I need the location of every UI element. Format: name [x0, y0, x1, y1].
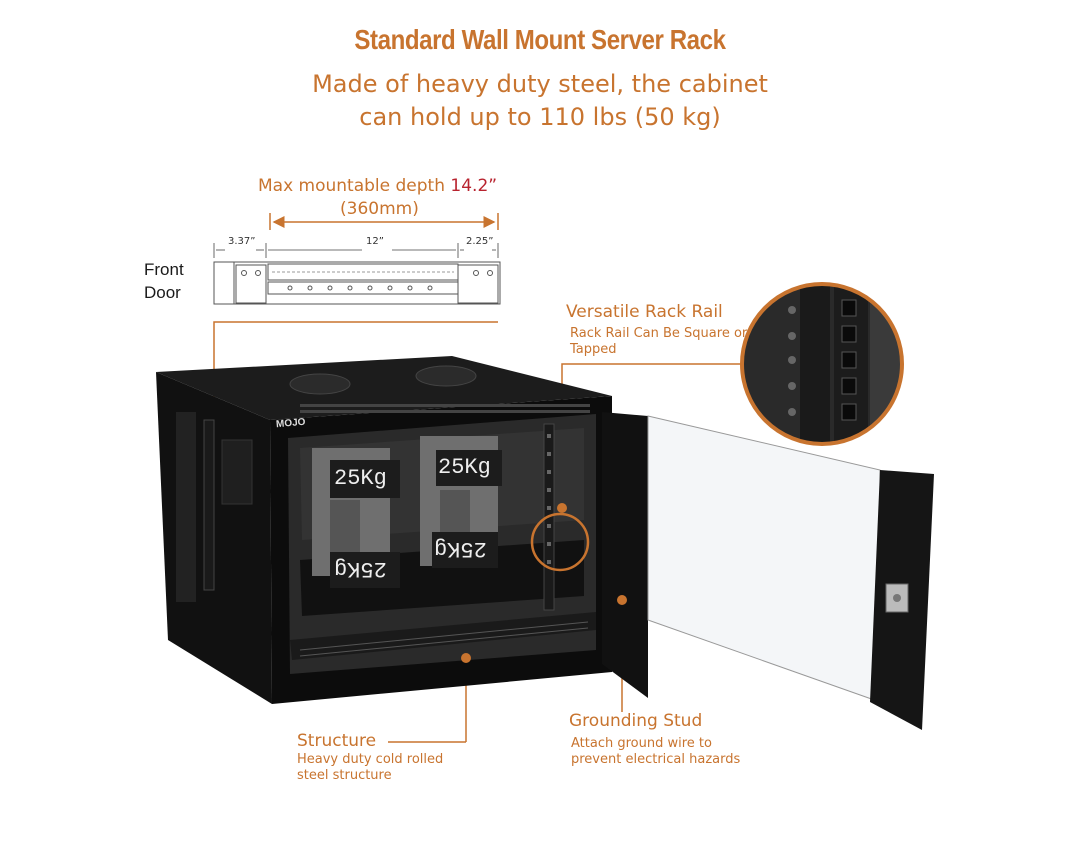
rail-zoom-circle	[740, 282, 904, 446]
depth-metric: (360mm)	[340, 199, 419, 219]
front-door-label-2: Door	[144, 283, 181, 302]
dimension-middle: 12”	[366, 236, 384, 247]
grounding-stud-marker	[617, 595, 627, 605]
weight-label-2: 25Kg	[438, 455, 491, 480]
dimension-lines	[213, 243, 499, 258]
cabinet-door	[602, 412, 934, 730]
weight-label-3: 25Kg	[334, 556, 387, 581]
dimension-front: 3.37”	[228, 236, 256, 247]
front-door-label-1: Front	[144, 260, 184, 279]
rail-callout-title: Versatile Rack Rail	[566, 302, 723, 322]
weight-label-4: 25Kg	[434, 536, 487, 561]
grounding-callout-title: Grounding Stud	[569, 711, 703, 731]
structure-callout-title: Structure	[297, 731, 377, 751]
weights	[312, 436, 502, 588]
subtitle-line-1: Made of heavy duty steel, the cabinet	[312, 70, 768, 98]
depth-label: Max mountable depth 14.2”	[258, 176, 497, 196]
rail-callout-desc: Rack Rail Can Be Square or Tapped	[570, 326, 748, 357]
depth-label-text: Max mountable depth	[258, 176, 445, 196]
page-title: Standard Wall Mount Server Rack	[354, 24, 726, 55]
side-profile-drawing	[213, 261, 501, 305]
depth-value: 14.2”	[450, 176, 498, 196]
rail-marker	[557, 503, 567, 513]
structure-callout-desc: Heavy duty cold rolled steel structure	[297, 752, 444, 783]
rail-highlight-circle	[530, 512, 590, 572]
weight-label-1: 25Kg	[334, 466, 387, 491]
dimension-rear: 2.25”	[466, 236, 494, 247]
subtitle-line-2: can hold up to 110 lbs (50 kg)	[359, 103, 721, 131]
grounding-callout-desc: Attach ground wire to prevent electrical…	[571, 736, 741, 767]
depth-arrow	[269, 213, 499, 230]
structure-marker	[461, 653, 471, 663]
